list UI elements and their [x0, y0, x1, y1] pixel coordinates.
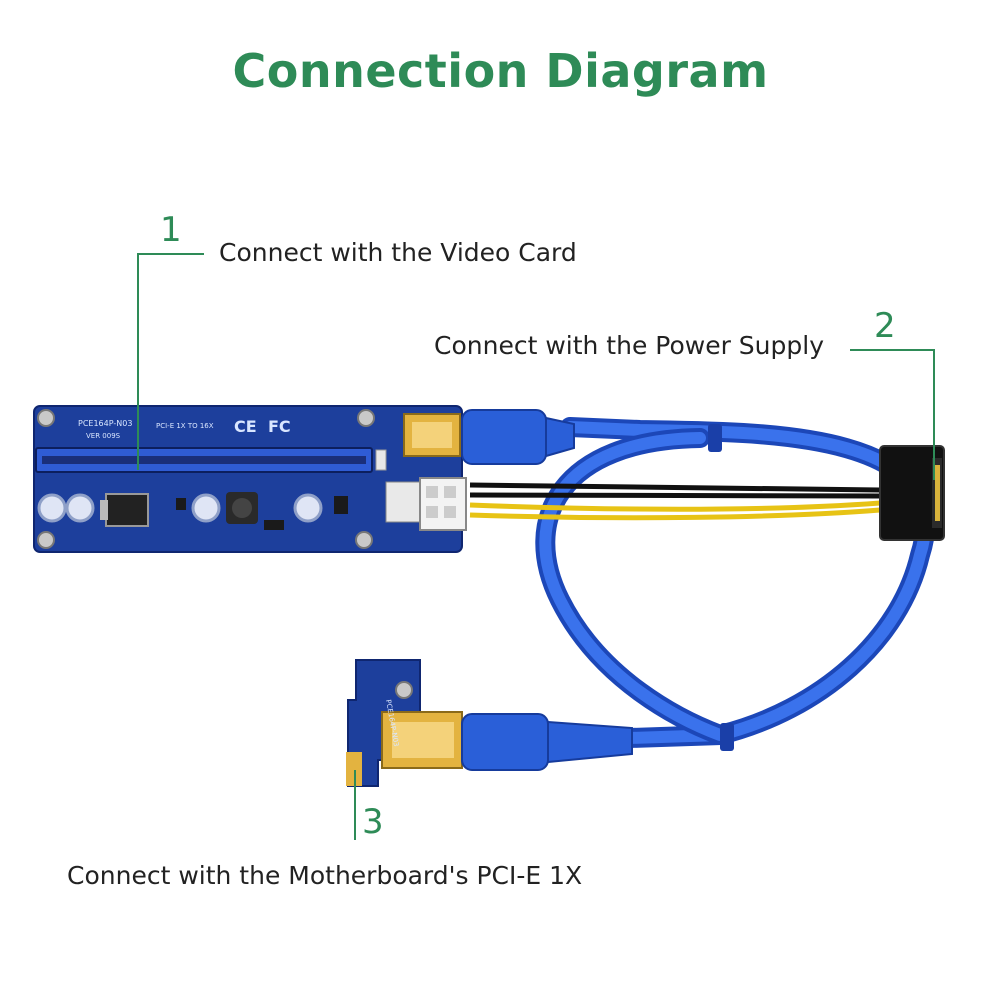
board-version-mark: VER 009S	[86, 432, 121, 440]
usb-plug-riser	[461, 409, 575, 465]
riser-board: PCE164P-N03 PCI-E 1X TO 16X VER 009S CE …	[33, 405, 467, 553]
callout-number-1: 1	[160, 210, 182, 250]
diagram-title: Connection Diagram	[232, 44, 769, 98]
callout-label-motherboard: Connect with the Motherboard's PCI-E 1X	[67, 861, 583, 890]
leader-line-1	[137, 253, 204, 470]
fc-mark: FC	[268, 417, 291, 436]
ce-mark: CE	[234, 417, 257, 436]
board-model-mark: PCE164P-N03	[78, 419, 132, 428]
callout-label-power-supply: Connect with the Power Supply	[434, 331, 825, 360]
callout-label-video-card: Connect with the Video Card	[219, 238, 577, 267]
usb-cable	[535, 417, 936, 751]
leader-lines	[137, 253, 935, 840]
callout-number-2: 2	[874, 306, 896, 346]
pcie-x1-adapter: PCE164P-N03	[346, 659, 463, 787]
leader-line-2	[850, 349, 935, 480]
board-spec-mark: PCI-E 1X TO 16X	[156, 422, 214, 430]
usb-plug-adapter	[461, 713, 633, 771]
power-wires	[469, 482, 881, 521]
callout-number-3: 3	[362, 802, 384, 842]
sata-power-connector	[879, 445, 945, 541]
